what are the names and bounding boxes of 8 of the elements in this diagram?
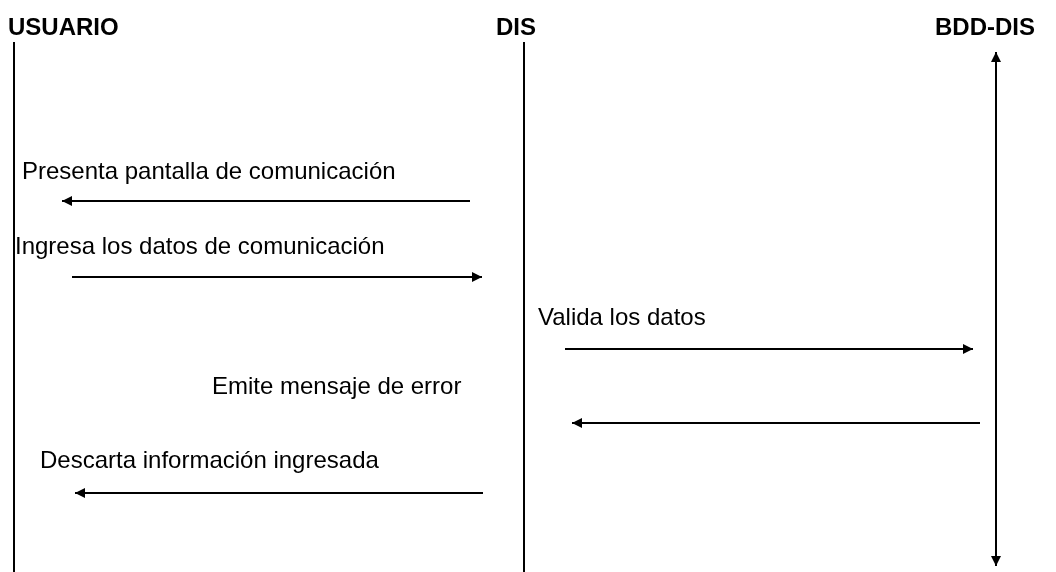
message-arrow	[571, 418, 981, 428]
message-arrow	[61, 196, 471, 206]
participant-label: USUARIO	[8, 14, 119, 40]
participant-label: BDD-DIS	[935, 14, 1035, 40]
participant-label: DIS	[496, 14, 536, 40]
message-arrow	[564, 344, 974, 354]
message-arrow	[74, 488, 484, 498]
message-arrow	[71, 272, 483, 282]
